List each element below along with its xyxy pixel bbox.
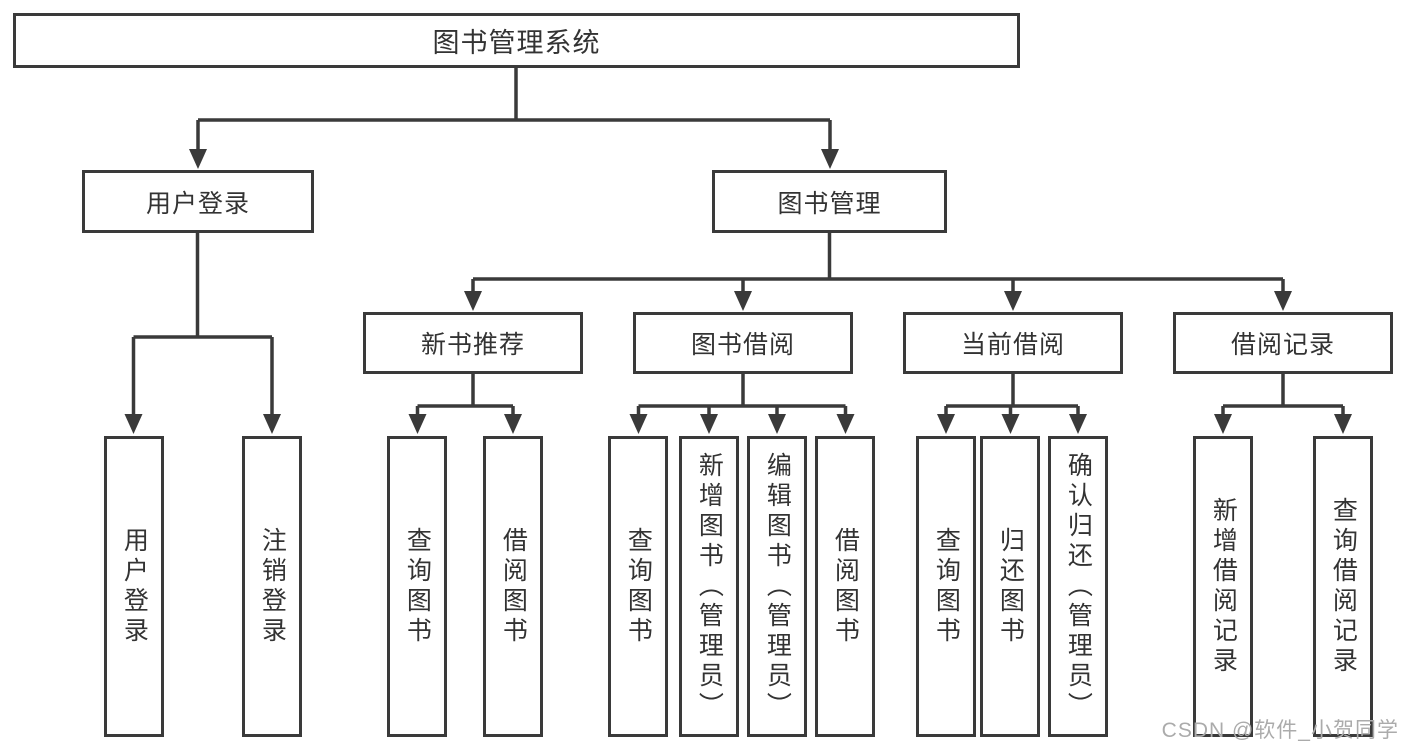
- arrowhead-icons: [124, 149, 1352, 434]
- node-leaf-logout: 注销登录: [242, 436, 302, 737]
- leaf-label: 查询借阅记录: [1329, 496, 1358, 677]
- leaf-label: 注销登录: [258, 526, 287, 647]
- node-leaf-br-query-record: 查询借阅记录: [1313, 436, 1373, 737]
- node-leaf-bb-edit-books: 编辑图书（管理员）: [747, 436, 807, 737]
- node-new-book-recommend: 新书推荐: [363, 312, 583, 374]
- node-leaf-user-login: 用户登录: [104, 436, 164, 737]
- node-leaf-cb-return-books: 归还图书: [980, 436, 1040, 737]
- node-book-borrow: 图书借阅: [633, 312, 853, 374]
- leaf-label: 查询图书: [624, 526, 653, 647]
- node-leaf-bb-query-books: 查询图书: [608, 436, 668, 737]
- leaf-label: 新增借阅记录: [1209, 496, 1238, 677]
- leaf-label: 用户登录: [120, 526, 149, 647]
- node-leaf-nbr-query-books: 查询图书: [387, 436, 447, 737]
- leaf-label: 查询图书: [932, 526, 961, 647]
- node-book-management: 图书管理: [712, 170, 947, 233]
- node-leaf-cb-confirm-return: 确认归还（管理员）: [1048, 436, 1108, 737]
- leaf-label: 归还图书: [996, 526, 1025, 647]
- node-leaf-bb-borrow-books: 借阅图书: [815, 436, 875, 737]
- node-leaf-cb-query-books: 查询图书: [916, 436, 976, 737]
- node-root-system: 图书管理系统: [13, 13, 1020, 68]
- leaf-label: 查询图书: [403, 526, 432, 647]
- node-leaf-nbr-borrow-books: 借阅图书: [483, 436, 543, 737]
- leaf-label: 借阅图书: [831, 526, 860, 647]
- node-user-login: 用户登录: [82, 170, 314, 233]
- leaf-label: 编辑图书（管理员）: [763, 451, 792, 722]
- node-leaf-br-add-record: 新增借阅记录: [1193, 436, 1253, 737]
- leaf-label: 确认归还（管理员）: [1064, 451, 1093, 722]
- leaf-label: 新增图书（管理员）: [695, 451, 724, 722]
- node-current-borrow: 当前借阅: [903, 312, 1123, 374]
- leaf-label: 借阅图书: [499, 526, 528, 647]
- node-borrow-records: 借阅记录: [1173, 312, 1393, 374]
- csdn-watermark: CSDN @软件_小贺同学: [1161, 719, 1399, 742]
- node-leaf-bb-add-books: 新增图书（管理员）: [679, 436, 739, 737]
